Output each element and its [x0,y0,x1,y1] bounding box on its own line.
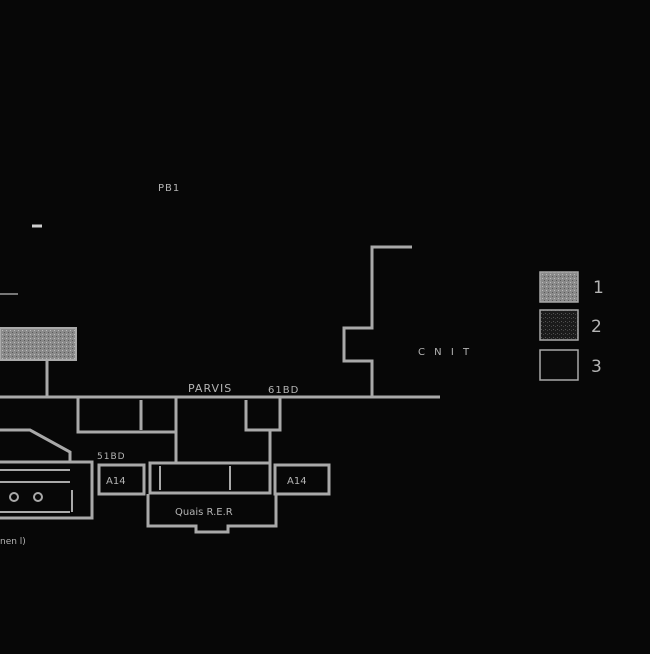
label-a14-left: A14 [106,476,126,487]
right-block [244,397,282,432]
left-angled-top [0,428,72,462]
label-61bd: 61BD [268,385,299,396]
left-lower-block [0,460,94,520]
legend-key-1: 1 [593,278,604,298]
legend-swatch-3 [539,349,579,381]
label-51bd: 51BD [97,452,126,462]
plan-labels: PB1 PARVIS 61BD 51BD C N I T A14 A14 Qua… [0,183,604,547]
plan-lines [0,245,579,534]
label-pb1: PB1 [158,183,180,194]
a14-left-box [97,463,146,496]
central-box [148,461,272,495]
label-cnit: C N I T [418,347,472,358]
block-under-parvis [76,397,178,434]
a14-right-box [273,463,331,496]
quais-rer-box [146,494,278,534]
legend-key-3: 3 [591,357,602,377]
label-parvis: PARVIS [188,382,232,395]
label-partial: nen l) [0,537,26,547]
legend-key-2: 2 [591,317,602,337]
left-circle-1 [9,492,19,502]
legend-swatch-1 [539,271,579,303]
label-quais-rer: Quais R.E.R [175,507,233,518]
label-a14-right: A14 [287,476,307,487]
legend-swatch-2 [539,309,579,341]
left-circle-2 [33,492,43,502]
cnit-outline [342,245,412,396]
left-dense-building [0,327,77,361]
